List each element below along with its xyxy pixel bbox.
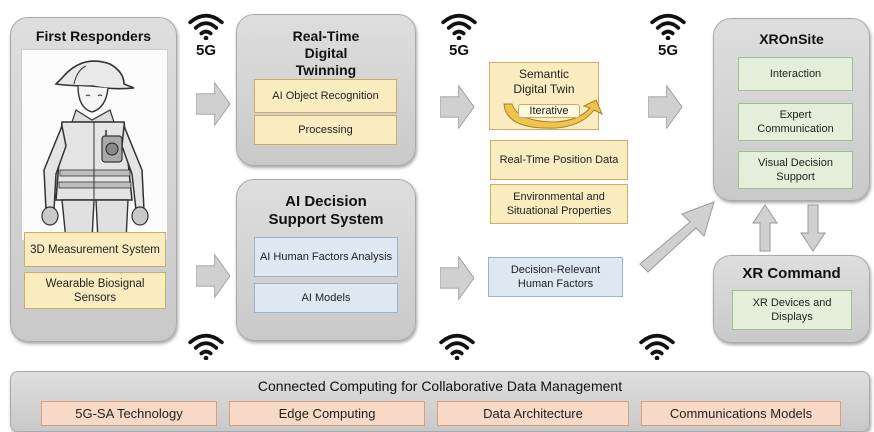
wifi-icon [187,12,225,40]
first-responders-panel: First Responders [10,17,177,342]
biosignal-sensors-box: Wearable Biosignal Sensors [24,272,166,309]
position-data-box: Real-Time Position Data [490,140,628,180]
5g-sa-technology-box: 5G-SA Technology [41,401,217,426]
xr-command-panel: XR Command XR Devices and Displays [713,255,870,343]
xronsite-panel: XROnSite Interaction Expert Communicatio… [713,18,870,201]
environmental-properties-box: Environmental and Situational Properties [490,184,628,224]
arrow-down-icon [800,204,826,252]
5g-label: 5G [448,42,469,59]
xr-command-title: XR Command [742,265,841,282]
xronsite-title: XROnSite [759,31,824,47]
object-recognition-box: AI Object Recognition [254,79,397,113]
flow-arrow-right [440,83,474,131]
data-architecture-box: Data Architecture [437,401,629,426]
digital-twinning-panel: Real-Time Digital Twinning AI Object Rec… [236,14,416,166]
digital-twinning-title: Real-Time Digital Twinning [292,28,360,78]
flow-arrow-right [440,254,474,302]
iterative-label: Iterative [518,104,580,118]
wifi-icon [440,12,478,40]
flow-arrow-right [196,80,230,128]
visual-decision-support-box: Visual Decision Support [738,151,853,189]
flow-arrow-right [196,252,230,300]
first-responders-title: First Responders [35,28,152,44]
xr-devices-box: XR Devices and Displays [732,290,852,330]
firefighter-illustration [21,49,168,241]
edge-computing-box: Edge Computing [229,401,425,426]
5g-label: 5G [657,42,678,59]
wifi-icon [638,332,676,360]
ai-models-box: AI Models [254,283,398,313]
wifi-icon [187,332,225,360]
human-factors-box: Decision-Relevant Human Factors [488,257,623,297]
arrow-up-icon [752,204,778,252]
connected-computing-title: Connected Computing for Collaborative Da… [257,378,623,394]
wifi-icon [438,332,476,360]
processing-box: Processing [254,115,397,145]
interaction-box: Interaction [738,57,853,91]
decision-support-title: AI Decision Support System [268,193,384,228]
5g-label: 5G [195,42,216,59]
communications-models-box: Communications Models [641,401,841,426]
iterative-arrow [503,99,603,129]
wifi-icon [649,12,687,40]
connected-computing-panel: Connected Computing for Collaborative Da… [10,371,870,432]
decision-support-panel: AI Decision Support System AI Human Fact… [236,179,416,341]
flow-arrow-right [648,83,682,131]
diagonal-arrow-up-right [639,201,715,273]
expert-communication-box: Expert Communication [738,103,853,141]
measurement-system-box: 3D Measurement System [24,232,166,267]
semantic-digital-twin-label: Semantic Digital Twin [513,67,575,96]
human-factors-analysis-box: AI Human Factors Analysis [254,237,398,277]
